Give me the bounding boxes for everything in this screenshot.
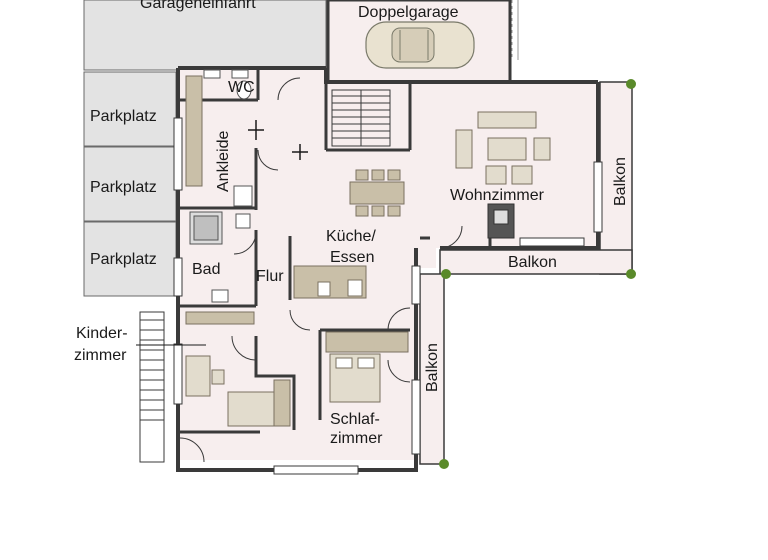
balcony-east-area xyxy=(599,81,633,275)
closet-small xyxy=(233,185,253,207)
living-room-furniture xyxy=(455,111,551,185)
label-wc: WC xyxy=(228,79,255,96)
inner-walls xyxy=(178,68,492,434)
bath-fixtures xyxy=(189,211,251,303)
label-living-room: Wohnzimmer xyxy=(450,187,545,204)
plant-icon xyxy=(439,79,636,469)
label-child-line2: zimmer xyxy=(74,347,127,364)
label-bedroom-line2: zimmer xyxy=(330,430,383,447)
section-markers xyxy=(248,120,308,160)
wardrobe xyxy=(185,75,203,187)
bed xyxy=(325,331,409,403)
label-parking-1: Parkplatz xyxy=(90,108,157,125)
garage-entrance-area xyxy=(83,0,327,71)
windows xyxy=(173,117,603,475)
label-double-garage: Doppelgarage xyxy=(358,4,459,21)
balcony-bedroom-area xyxy=(419,273,445,465)
child-room-furniture xyxy=(185,311,291,427)
label-parking-3: Parkplatz xyxy=(90,251,157,268)
doors xyxy=(179,77,463,463)
parking-space-1 xyxy=(83,71,177,147)
stairs-upper xyxy=(331,89,391,147)
label-balcony-bedroom: Balkon xyxy=(424,343,441,392)
dining-table xyxy=(349,169,405,217)
car-icon xyxy=(365,21,475,69)
label-bath: Bad xyxy=(192,261,220,278)
kitchen-counter xyxy=(293,265,367,299)
wc-fixtures xyxy=(203,69,252,100)
fireplace-icon xyxy=(487,203,515,239)
parking-space-3 xyxy=(83,221,177,297)
label-parking-2: Parkplatz xyxy=(90,179,157,196)
parking-space-2 xyxy=(83,146,177,222)
balcony-south-area xyxy=(439,249,633,275)
label-kitchen-line1: Küche/ xyxy=(326,228,376,245)
label-kitchen-line2: Essen xyxy=(330,249,374,266)
label-child-line1: Kinder- xyxy=(76,325,128,342)
label-hallway: Flur xyxy=(256,268,284,285)
label-dressing-room: Ankleide xyxy=(215,131,232,192)
label-balcony-east: Balkon xyxy=(612,157,629,206)
label-bedroom-line1: Schlaf- xyxy=(330,411,380,428)
stairs-outer xyxy=(139,311,165,463)
label-balcony-south: Balkon xyxy=(508,254,557,271)
label-garage-entrance: Garageneinfahrt xyxy=(140,0,256,12)
